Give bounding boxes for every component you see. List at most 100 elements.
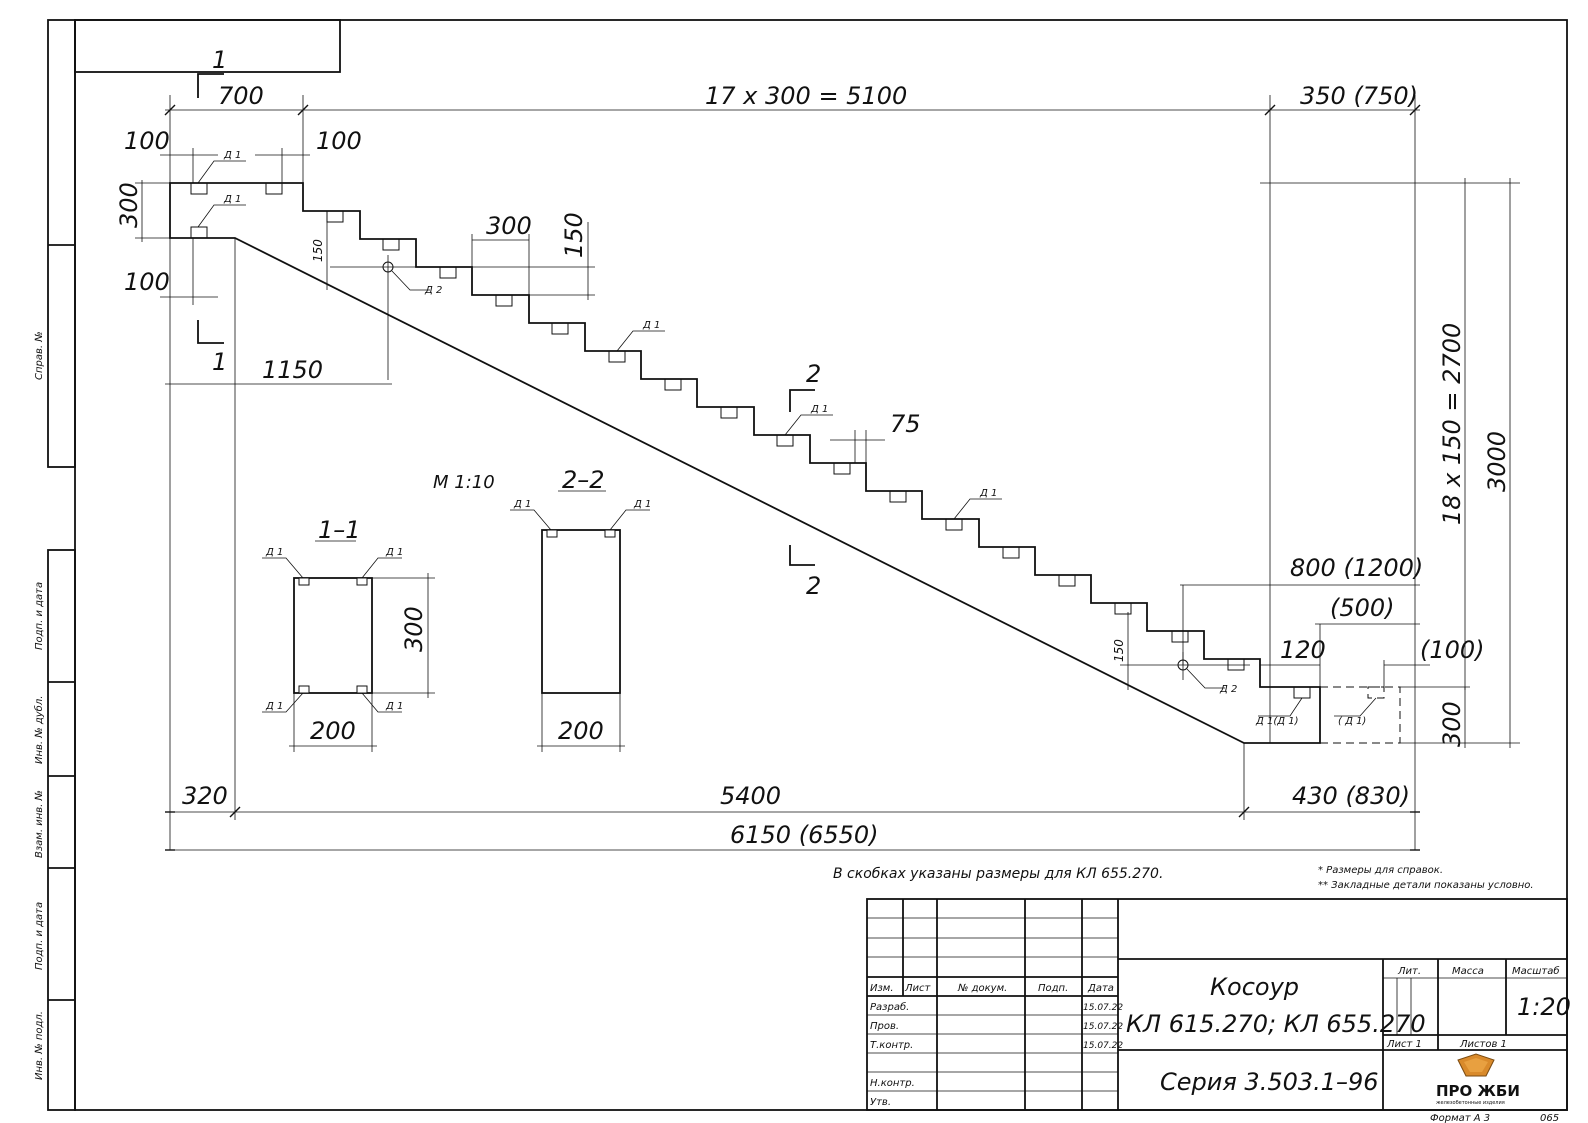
svg-text:Справ. №: Справ. № — [34, 331, 45, 380]
svg-text:Д 1: Д 1 — [979, 488, 997, 499]
svg-text:150: 150 — [560, 212, 588, 258]
svg-text:КЛ 615.270; КЛ 655.270: КЛ 615.270; КЛ 655.270 — [1126, 1010, 1426, 1038]
svg-text:Разраб.: Разраб. — [870, 1001, 909, 1013]
embed-labels: Д 1 Д 1 Д 1 Д 1 Д 1 Д 1(Д 1) ( Д 1) — [197, 150, 1377, 727]
svg-text:Утв.: Утв. — [870, 1097, 891, 1108]
svg-text:Формат А 3: Формат А 3 — [1430, 1113, 1490, 1123]
svg-text:М 1:10: М 1:10 — [433, 472, 495, 493]
svg-text:2–2: 2–2 — [562, 466, 605, 494]
svg-text:430 (830): 430 (830) — [1292, 782, 1410, 810]
svg-text:1–1: 1–1 — [318, 516, 361, 544]
svg-text:15.07.22: 15.07.22 — [1083, 1022, 1123, 1032]
svg-text:В скобках указаны размеры для: В скобках указаны размеры для КЛ 655.270… — [833, 866, 1163, 882]
svg-text:300: 300 — [486, 212, 532, 240]
svg-text:Д 1(Д 1): Д 1(Д 1) — [1255, 716, 1299, 727]
svg-text:Серия 3.503.1–96: Серия 3.503.1–96 — [1160, 1068, 1379, 1096]
svg-text:Подп. и дата: Подп. и дата — [34, 582, 45, 650]
svg-text:1: 1 — [212, 348, 227, 376]
svg-text:(100): (100) — [1420, 636, 1485, 664]
stringer-extension-dashed — [1320, 686, 1401, 744]
svg-text:18 x 150 = 2700: 18 x 150 = 2700 — [1438, 323, 1466, 525]
svg-text:Д 1: Д 1 — [642, 320, 660, 331]
svg-text:Подп. и дата: Подп. и дата — [34, 902, 45, 970]
svg-text:железобетонные изделия: железобетонные изделия — [1436, 1100, 1505, 1106]
svg-text:Взам. инв. №: Взам. инв. № — [34, 790, 45, 858]
svg-text:75: 75 — [890, 410, 921, 438]
svg-text:Инв. № подл.: Инв. № подл. — [34, 1011, 45, 1080]
svg-text:Д 1: Д 1 — [513, 499, 531, 510]
svg-text:150: 150 — [1112, 639, 1126, 662]
svg-text:Подп.: Подп. — [1038, 983, 1068, 994]
svg-text:15.07.22: 15.07.22 — [1083, 1003, 1123, 1013]
dimension-texts: 700 17 x 300 = 5100 350 (750) 100 100 30… — [115, 82, 1511, 849]
section-view-2-2: 2–2 Д 1 Д 1 200 — [510, 466, 651, 752]
svg-text:150: 150 — [311, 239, 325, 262]
svg-text:Лист 1: Лист 1 — [1386, 1039, 1422, 1050]
svg-text:Изм.: Изм. — [870, 983, 894, 994]
svg-text:300: 300 — [1438, 701, 1466, 747]
svg-text:* Размеры для справок.: * Размеры для справок. — [1318, 865, 1443, 876]
svg-text:6150 (6550): 6150 (6550) — [730, 821, 879, 849]
svg-text:Дата: Дата — [1087, 983, 1114, 994]
svg-text:Д 1: Д 1 — [265, 547, 283, 558]
section-marker-1: 1 1 — [197, 46, 227, 376]
svg-text:2: 2 — [806, 572, 821, 600]
title-block: Изм. Лист № докум. Подп. Дата Разраб. 15… — [866, 898, 1571, 1123]
svg-text:Пров.: Пров. — [870, 1021, 899, 1032]
svg-text:100: 100 — [316, 127, 362, 155]
section-marker-2: 2 2 — [789, 360, 821, 600]
svg-text:1: 1 — [212, 46, 227, 74]
svg-text:5400: 5400 — [720, 782, 781, 810]
svg-text:Листов 1: Листов 1 — [1459, 1039, 1507, 1050]
notes: В скобках указаны размеры для КЛ 655.270… — [833, 865, 1534, 891]
svg-text:17 x 300 = 5100: 17 x 300 = 5100 — [705, 82, 907, 110]
svg-text:ПРО ЖБИ: ПРО ЖБИ — [1436, 1082, 1520, 1100]
svg-text:( Д 1): ( Д 1) — [1338, 716, 1366, 727]
frame-side-labels: Справ. № Подп. и дата Инв. № дубл. Взам.… — [33, 331, 45, 1080]
svg-text:120: 120 — [1280, 636, 1326, 664]
svg-text:100: 100 — [124, 268, 170, 296]
svg-text:15.07.22: 15.07.22 — [1083, 1041, 1123, 1051]
svg-text:320: 320 — [182, 782, 228, 810]
svg-text:№ докум.: № докум. — [957, 983, 1007, 994]
svg-text:Д 1: Д 1 — [385, 547, 403, 558]
svg-text:Масса: Масса — [1452, 966, 1484, 977]
svg-text:2: 2 — [806, 360, 821, 388]
svg-text:100: 100 — [124, 127, 170, 155]
svg-text:Лист: Лист — [904, 983, 932, 994]
hole-d2-top: Д 2 — [330, 255, 470, 380]
dimension-lines — [135, 95, 1520, 851]
svg-text:(500): (500) — [1330, 594, 1395, 622]
svg-text:Д 1: Д 1 — [385, 701, 403, 712]
svg-text:Д 1: Д 1 — [223, 194, 241, 205]
svg-text:300: 300 — [400, 606, 428, 652]
svg-text:Д 1: Д 1 — [223, 150, 241, 161]
svg-text:Т.контр.: Т.контр. — [870, 1040, 913, 1051]
svg-text:Н.контр.: Н.контр. — [870, 1078, 915, 1089]
svg-text:200: 200 — [558, 717, 604, 745]
svg-text:Лит.: Лит. — [1397, 966, 1421, 977]
svg-text:Д 1: Д 1 — [810, 404, 828, 415]
svg-text:Косоур: Косоур — [1210, 973, 1299, 1001]
svg-text:Инв. № дубл.: Инв. № дубл. — [33, 696, 45, 764]
svg-text:Д 1: Д 1 — [265, 701, 283, 712]
svg-text:200: 200 — [310, 717, 356, 745]
svg-text:Д 1: Д 1 — [633, 499, 651, 510]
svg-text:1:20: 1:20 — [1517, 993, 1571, 1021]
svg-text:065: 065 — [1540, 1113, 1559, 1123]
svg-text:1150: 1150 — [262, 356, 323, 384]
svg-text:800 (1200): 800 (1200) — [1290, 554, 1423, 582]
svg-text:Д 2: Д 2 — [1219, 684, 1237, 695]
sheet-frame — [47, 19, 1568, 1111]
embedded-plates — [190, 182, 1385, 699]
svg-text:3000: 3000 — [1483, 431, 1511, 492]
company-logo: ПРО ЖБИ железобетонные изделия — [1436, 1053, 1520, 1106]
svg-text:350 (750): 350 (750) — [1300, 82, 1418, 110]
svg-text:Масштаб: Масштаб — [1512, 965, 1560, 977]
svg-text:** Закладные детали показаны у: ** Закладные детали показаны условно. — [1318, 880, 1534, 891]
svg-text:Д 2: Д 2 — [424, 285, 442, 296]
section-view-1-1: М 1:10 1–1 Д 1 Д 1 Д 1 Д 1 300 200 — [262, 472, 495, 752]
svg-text:300: 300 — [115, 182, 143, 228]
svg-text:700: 700 — [218, 82, 264, 110]
